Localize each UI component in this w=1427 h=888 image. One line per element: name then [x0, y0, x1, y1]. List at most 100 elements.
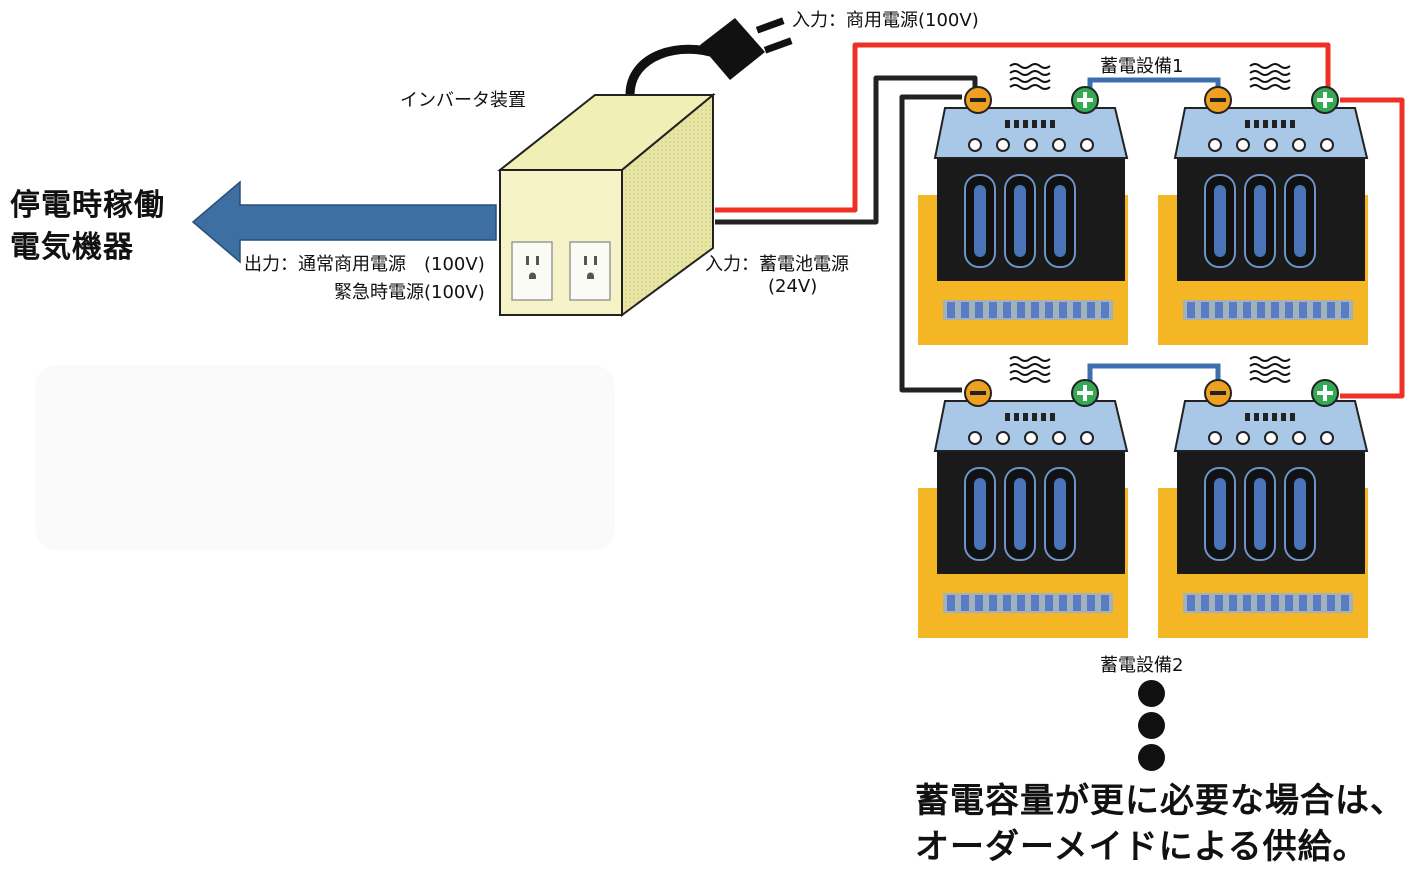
black-wire-series: [899, 94, 962, 393]
battery-input-label-line2: (24V): [768, 276, 818, 297]
battery-stripe: [1183, 593, 1353, 613]
battery-stripe-tick: [1101, 302, 1109, 318]
battery-cell-core: [1014, 478, 1026, 550]
battery-stripe-tick: [1243, 302, 1251, 318]
battery-stripe-tick: [961, 302, 969, 318]
storage-unit-2-label: 蓄電設備2: [1100, 655, 1184, 676]
output-label-line1: 出力：通常商用電源 (100V): [244, 254, 485, 275]
battery-stripe-tick: [1215, 595, 1223, 611]
battery-stripe-tick: [975, 302, 983, 318]
vent-mark: [1050, 120, 1055, 128]
battery-stripe-tick: [947, 595, 955, 611]
battery-stripe-tick: [1299, 595, 1307, 611]
battery-cell-core: [974, 478, 986, 550]
battery-stripe-tick: [1059, 302, 1067, 318]
battery-stripe: [1183, 300, 1353, 320]
battery-cell-core: [974, 185, 986, 257]
heat-waves-icon: [1249, 356, 1291, 383]
negative-terminal-icon: [964, 379, 992, 407]
battery-stripe-tick: [1101, 595, 1109, 611]
cell-cap: [1236, 138, 1250, 152]
battery-lid: [1173, 107, 1369, 159]
battery-cell-core: [1254, 478, 1266, 550]
vent-mark: [1041, 120, 1046, 128]
positive-terminal-icon: [1071, 379, 1099, 407]
cell-cap: [1264, 138, 1278, 152]
battery-cell-core: [1294, 478, 1306, 550]
battery-stripe-tick: [1229, 595, 1237, 611]
cell-cap: [1292, 431, 1306, 445]
cell-cap: [1264, 431, 1278, 445]
battery-lid: [933, 400, 1129, 452]
battery-unit-1: [918, 63, 1129, 345]
inverter-box: [497, 92, 716, 317]
powered-devices-label-line1: 停電時稼働: [10, 188, 165, 223]
vent-mark: [1041, 413, 1046, 421]
powered-devices-label-line2: 電気機器: [10, 230, 134, 265]
battery-cell-core: [1214, 185, 1226, 257]
cell-cap: [968, 431, 982, 445]
background-panel: [35, 365, 615, 550]
storage-unit-1-label: 蓄電設備1: [1100, 56, 1184, 77]
vent-mark: [1023, 120, 1028, 128]
positive-wires: [715, 42, 1405, 399]
battery-stripe-tick: [1003, 595, 1011, 611]
battery-cell-core: [1014, 185, 1026, 257]
footer-line1: 蓄電容量が更に必要な場合は、: [915, 781, 1405, 821]
cell-cap: [996, 138, 1010, 152]
cell-cap: [1052, 138, 1066, 152]
battery-stripe-tick: [961, 595, 969, 611]
vent-mark: [1263, 413, 1268, 421]
vent-mark: [1272, 413, 1277, 421]
battery-stripe-tick: [1059, 595, 1067, 611]
cell-cap: [1080, 138, 1094, 152]
cell-cap: [1024, 138, 1038, 152]
vent-mark: [1272, 120, 1277, 128]
battery-stripe-tick: [989, 302, 997, 318]
red-wire-series: [1340, 97, 1405, 399]
battery-unit-4: [1158, 356, 1369, 638]
battery-bank: [918, 63, 1369, 638]
vent-mark: [1245, 120, 1250, 128]
battery-stripe-tick: [1327, 595, 1335, 611]
battery-stripe-tick: [1201, 595, 1209, 611]
cell-cap: [968, 138, 982, 152]
cell-cap: [1024, 431, 1038, 445]
negative-wires: [715, 75, 978, 393]
vent-mark: [1050, 413, 1055, 421]
vent-mark: [1005, 413, 1010, 421]
positive-terminal-icon: [1071, 86, 1099, 114]
battery-stripe-tick: [1285, 302, 1293, 318]
battery-stripe-tick: [1031, 302, 1039, 318]
battery-stripe-tick: [1073, 302, 1081, 318]
positive-terminal-icon: [1311, 86, 1339, 114]
battery-stripe-tick: [1017, 302, 1025, 318]
vent-mark: [1281, 413, 1286, 421]
battery-stripe-tick: [975, 595, 983, 611]
negative-terminal-icon: [1204, 86, 1232, 114]
battery-stripe-tick: [1341, 595, 1349, 611]
battery-stripe-tick: [1271, 302, 1279, 318]
battery-cell-core: [1054, 478, 1066, 550]
footer-line2: オーダーメイドによる供給。: [915, 827, 1368, 867]
cell-cap: [996, 431, 1010, 445]
vent-mark: [1014, 413, 1019, 421]
battery-stripe-tick: [947, 302, 955, 318]
continuation-dot-3: [1138, 744, 1165, 771]
vent-mark: [1281, 120, 1286, 128]
battery-stripe-tick: [1327, 302, 1335, 318]
vent-mark: [1290, 120, 1295, 128]
battery-stripe-tick: [1313, 302, 1321, 318]
heat-waves-icon: [1009, 356, 1051, 383]
battery-stripe-tick: [1215, 302, 1223, 318]
battery-stripe-tick: [1285, 595, 1293, 611]
cell-cap: [1292, 138, 1306, 152]
vent-mark: [1032, 413, 1037, 421]
battery-unit-2: [1158, 63, 1369, 345]
outlet-right: [569, 241, 611, 301]
vent-mark: [1254, 413, 1259, 421]
battery-stripe-tick: [1313, 595, 1321, 611]
battery-input-label-line1: 入力：蓄電池電源: [705, 254, 849, 275]
battery-stripe-tick: [1003, 302, 1011, 318]
